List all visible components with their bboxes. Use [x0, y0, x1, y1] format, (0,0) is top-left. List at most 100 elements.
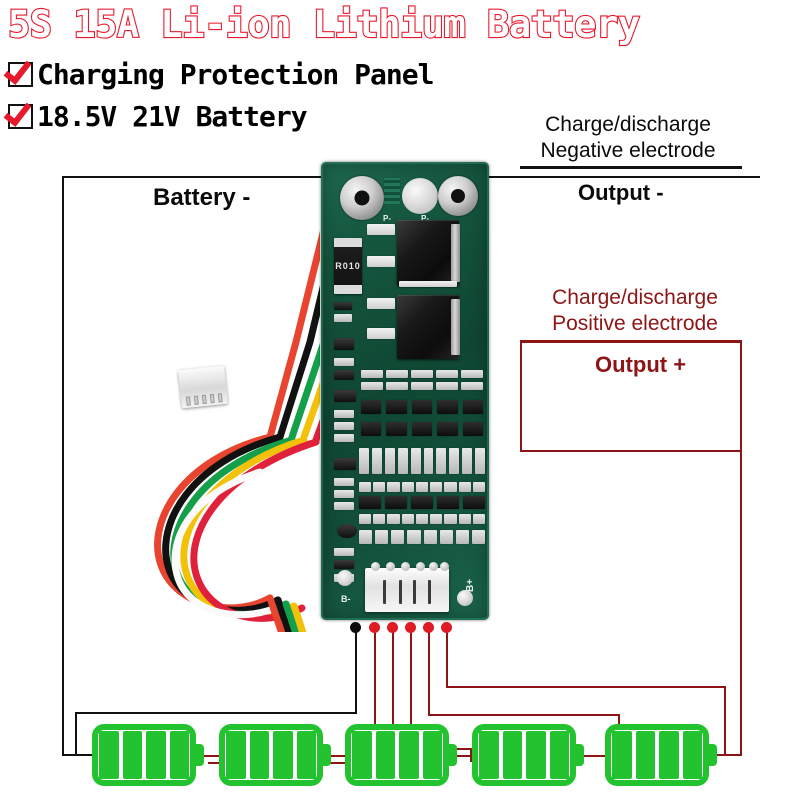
- feature-bullet-1-label: Charging Protection Panel: [35, 56, 436, 92]
- chip-row-1: [359, 482, 485, 492]
- smd-left-13: [334, 502, 354, 510]
- balance-wire-3-vertical: [392, 628, 394, 750]
- smd-left-15: [334, 548, 354, 556]
- smd-left-2: [334, 314, 352, 322]
- callout-line-battery-negative-bottom: [62, 754, 100, 756]
- check-icon: [8, 62, 33, 87]
- via-field-top: [384, 178, 400, 204]
- smd-left-4: [334, 358, 354, 366]
- battery-icon-4: [472, 724, 584, 786]
- pcb-edge: [321, 162, 489, 620]
- label-cd-positive-line1: Charge/discharge: [552, 286, 718, 309]
- mounting-pad-bottom-right: [457, 590, 473, 606]
- label-cd-negative-line2: Negative electrode: [540, 139, 716, 162]
- solder-bar-4: [367, 328, 395, 339]
- balance-wire-4-vertical: [410, 628, 412, 750]
- wire-dot-4: [405, 622, 416, 633]
- label-output-negative: Output -: [578, 180, 664, 205]
- series-link-1-2: [200, 755, 236, 757]
- balance-connector-header: [365, 562, 449, 612]
- chip-row-2: [359, 496, 485, 509]
- terminal-hole-p-minus: [438, 176, 478, 216]
- mosfet-q2: [397, 295, 460, 359]
- wire-dot-2: [369, 622, 380, 633]
- wire-dot-6: [441, 622, 452, 633]
- callout-line-output-negative-lead: [466, 176, 760, 178]
- underline-charge-discharge-positive: [520, 340, 742, 343]
- mosfet-q1: [397, 220, 460, 286]
- smd-left-6: [334, 390, 356, 402]
- smd-left-10: [334, 458, 356, 470]
- battery-icon-2: [219, 724, 331, 786]
- label-charge-discharge-negative: Charge/discharge Negative electrode: [520, 112, 736, 164]
- battery-icon-3: [345, 724, 457, 786]
- smd-left-14: [337, 524, 357, 538]
- callout-line-battery-negative-left: [62, 176, 64, 756]
- battery-icon-5: [605, 724, 717, 786]
- chip-row-4: [359, 530, 485, 544]
- series-link-3-4: [452, 755, 488, 757]
- balance-wire-2-vertical: [374, 628, 376, 764]
- solder-bar-2: [367, 256, 395, 267]
- smd-left-7: [334, 410, 354, 418]
- series-link-4-5: [578, 755, 614, 757]
- silk-label-b-minus: P-: [383, 214, 391, 223]
- balance-wire-6-horizontal: [446, 686, 726, 688]
- label-cd-positive-line2: Positive electrode: [552, 312, 718, 335]
- balance-wire-5-vertical: [428, 628, 430, 716]
- feature-bullet-2-label: 18.5V 21V Battery: [35, 98, 309, 134]
- balance-wire-1-horizontal: [75, 712, 357, 714]
- label-cd-negative-line1: Charge/discharge: [545, 113, 711, 136]
- balance-resistor-matrix-row2: [361, 382, 483, 392]
- terminal-pad-p-minus: [402, 178, 438, 214]
- balance-resistor-matrix: [361, 370, 483, 388]
- chip-row-3: [359, 514, 485, 524]
- smd-left-12: [334, 490, 354, 498]
- balance-wire-1-vertical: [355, 628, 357, 714]
- harness-jst-connector: [178, 365, 228, 409]
- check-icon: [8, 104, 33, 129]
- ic-row-2: [361, 422, 484, 436]
- terminal-hole-b-minus: [340, 176, 384, 220]
- callout-line-output-positive-bottom: [520, 450, 742, 452]
- balance-wire-harness: [120, 222, 320, 632]
- mounting-pad-bottom-left: [337, 570, 353, 586]
- ic-row-1: [361, 400, 484, 414]
- bms-protection-board: P- P- R010: [321, 162, 489, 620]
- smd-left-16: [334, 560, 354, 569]
- balance-wire-6-drop: [724, 686, 726, 756]
- callout-line-output-positive-right: [740, 340, 742, 754]
- solder-bar-1: [367, 224, 395, 235]
- balance-wire-6-vertical: [446, 628, 448, 688]
- callout-line-output-positive-to-battery: [705, 754, 742, 756]
- underline-charge-discharge-negative: [520, 166, 742, 169]
- solder-bar-5: [399, 281, 457, 287]
- silk-label-b-minus-bottom: B-: [341, 594, 351, 604]
- callout-line-output-positive-left: [520, 340, 522, 452]
- balance-wire-1-drop: [75, 712, 77, 756]
- solder-bar-3: [367, 298, 395, 309]
- smd-left-11: [334, 478, 354, 486]
- label-battery-negative: Battery -: [153, 184, 251, 211]
- feature-bullet-1: Charging Protection Panel: [8, 56, 436, 93]
- smd-left-8: [334, 422, 354, 430]
- label-output-positive: Output +: [595, 352, 687, 377]
- shunt-resistor-r010: R010: [334, 238, 362, 294]
- resistor-bank-vertical: [359, 448, 486, 474]
- battery-icon-1: [92, 724, 204, 786]
- smd-left-5: [334, 370, 354, 380]
- page-title: 5S 15A Li-ion Lithium Battery: [7, 3, 641, 46]
- wire-dot-5: [423, 622, 434, 633]
- shunt-resistor-label: R010: [335, 261, 361, 271]
- series-link-2-3: [325, 755, 361, 757]
- smd-left-1: [334, 302, 352, 310]
- feature-bullet-2: 18.5V 21V Battery: [8, 98, 309, 135]
- balance-wire-5-horizontal: [428, 714, 620, 716]
- smd-left-3: [334, 338, 354, 350]
- wire-dot-3: [387, 622, 398, 633]
- label-charge-discharge-positive: Charge/discharge Positive electrode: [520, 285, 750, 337]
- wire-dot-1: [350, 622, 361, 633]
- smd-left-9: [334, 434, 354, 442]
- callout-line-battery-negative-top: [62, 176, 355, 178]
